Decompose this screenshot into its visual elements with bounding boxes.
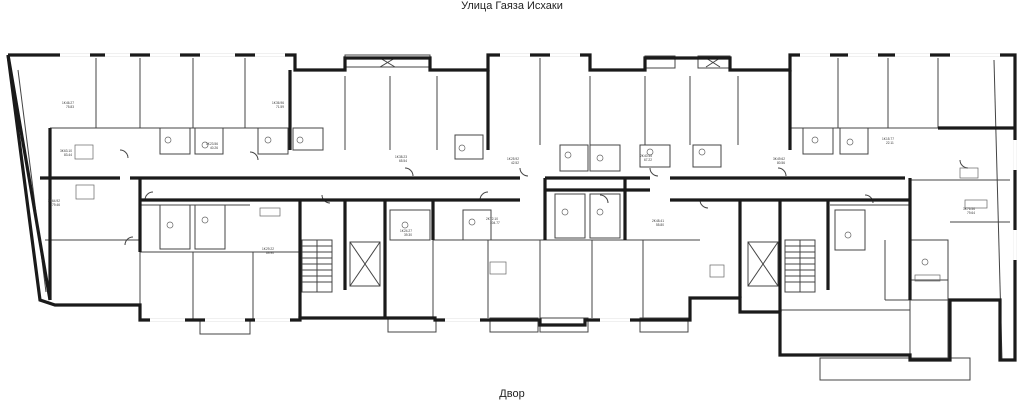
fixtures — [74, 136, 988, 282]
exterior-walls — [6, 53, 1017, 362]
street-label: Улица Гаяза Исхаки — [461, 0, 563, 12]
yard-label: Двор — [499, 388, 525, 400]
partition-walls — [17, 54, 1010, 381]
windows — [60, 53, 1017, 322]
